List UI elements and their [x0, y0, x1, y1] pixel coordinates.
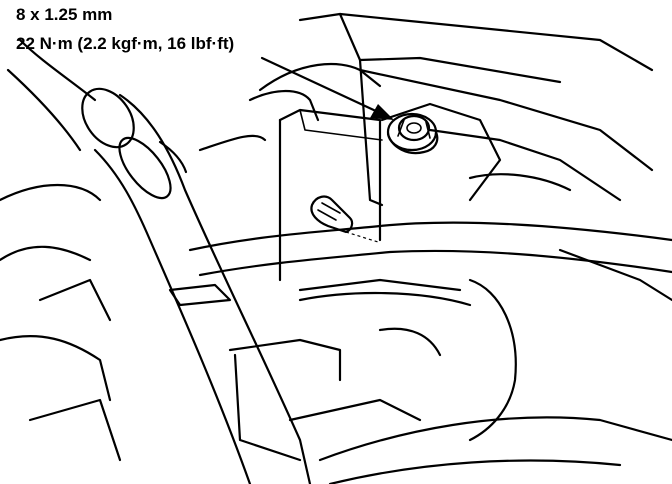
upper-frame — [248, 12, 654, 202]
bolt-size-label: 8 x 1.25 mm — [16, 5, 113, 24]
strut — [188, 221, 672, 302]
lower-body — [168, 278, 672, 484]
hose — [6, 38, 312, 484]
torque-spec-label: 22 N·m (2.2 kgf·m, 16 lbf·ft) — [16, 34, 235, 53]
guide-pin — [310, 195, 379, 243]
leader-arrow — [260, 56, 394, 120]
mounting-plate — [278, 58, 502, 282]
flange-nut — [386, 112, 439, 155]
left-structure — [0, 134, 267, 462]
